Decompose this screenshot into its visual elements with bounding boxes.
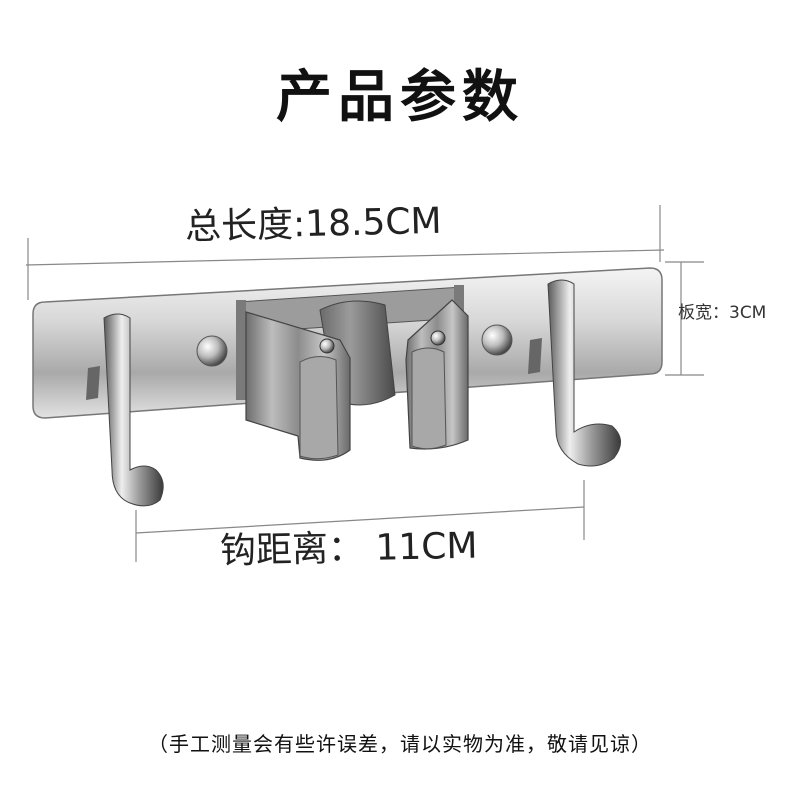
hook-left [86, 313, 164, 507]
mop-clip [236, 285, 469, 461]
hook-distance-label: 钩距离： 11CM [219, 525, 478, 572]
hook-distance-dimension-line [135, 480, 585, 562]
board-width-dimension-line [665, 261, 704, 376]
screw-right [481, 324, 513, 356]
measurement-note: （手工测量会有些许误差，请以实物为准，敬请见谅） [148, 732, 652, 756]
total-length-label: 总长度:18.5CM [184, 200, 442, 248]
board-width-label: 板宽：3CM [678, 303, 767, 323]
total-length-dimension-line [25, 205, 665, 300]
page-title: 产品参数 [276, 65, 524, 130]
hook-right [528, 279, 621, 467]
screw-left [196, 335, 228, 367]
